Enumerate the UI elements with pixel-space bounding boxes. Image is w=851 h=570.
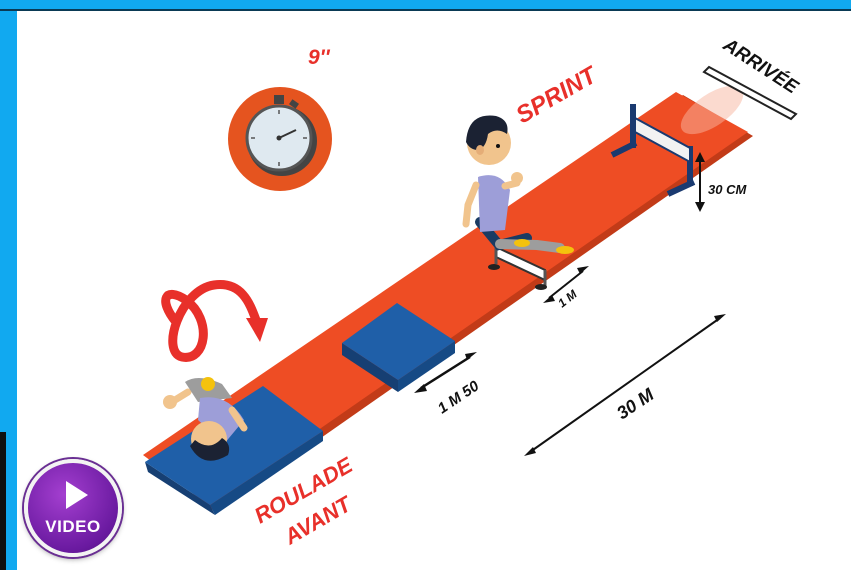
one-meter-fifty-label: 1 M 50 [435,377,483,417]
time-label: 9'' [308,46,331,69]
illustration-canvas: ARRIVÉE 30 CM [17,11,851,570]
thirty-meter-arrow [530,318,720,452]
hurdle-height-label: 30 CM [708,182,747,197]
video-button-label: VIDEO [28,517,118,537]
course-illustration: ARRIVÉE 30 CM [17,11,851,570]
play-icon [66,481,88,509]
video-button[interactable]: VIDEO [24,459,122,557]
sprint-label: SPRINT [512,61,604,130]
curved-arrow-icon [166,285,256,358]
left-dark-edge [0,432,6,570]
stopwatch-icon [228,87,332,191]
